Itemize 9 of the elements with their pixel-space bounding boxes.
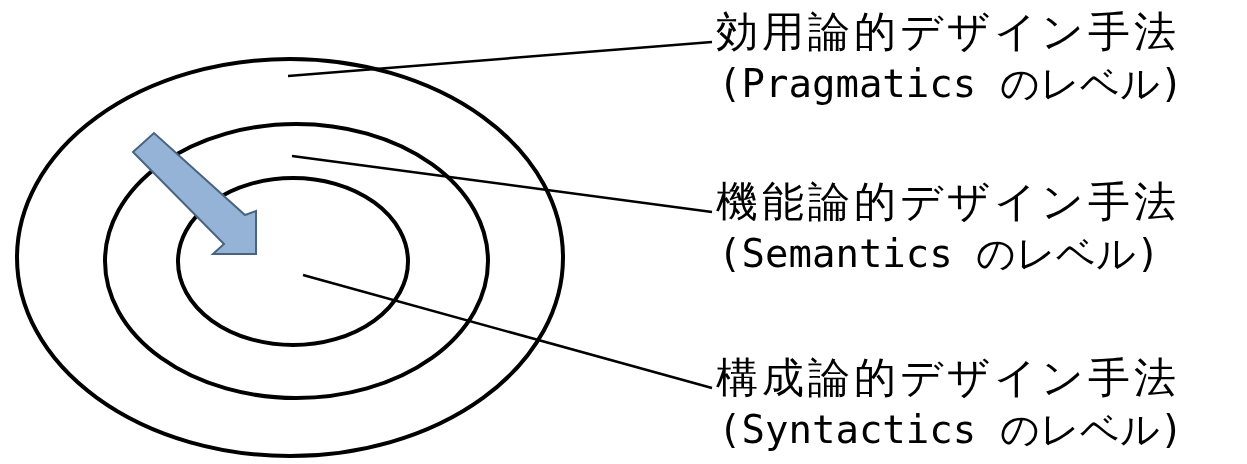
leader-line xyxy=(287,40,713,78)
leader-line xyxy=(291,154,713,214)
method-name: 構成論的デザイン手法 xyxy=(715,352,1181,404)
leader-line xyxy=(302,273,713,390)
level-label: (Pragmatics のレベル) xyxy=(717,60,1184,108)
method-name: 効用論的デザイン手法 xyxy=(715,6,1181,58)
level-label: (Semantics のレベル) xyxy=(717,230,1161,278)
level-label: (Syntactics のレベル) xyxy=(717,406,1184,454)
method-name: 機能論的デザイン手法 xyxy=(715,176,1180,228)
